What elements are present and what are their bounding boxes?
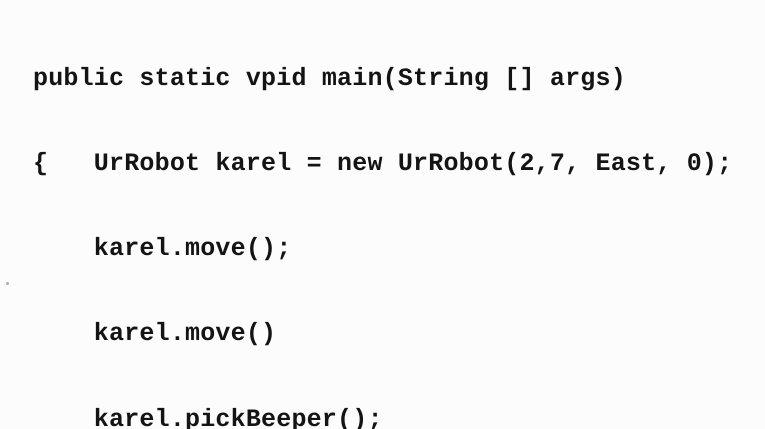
code-line: public static vpid main(String [] args): [33, 63, 626, 93]
code-line: karel.move();: [33, 234, 292, 264]
code-listing: public static vpid main(String [] args) …: [33, 8, 732, 429]
code-line: karel.move(): [33, 319, 277, 349]
code-line: { UrRobot karel = new UrRobot(2,7, East,…: [33, 149, 733, 179]
scan-speck-artifact: [6, 282, 9, 285]
code-line: karel.pickBeeper();: [33, 404, 383, 429]
